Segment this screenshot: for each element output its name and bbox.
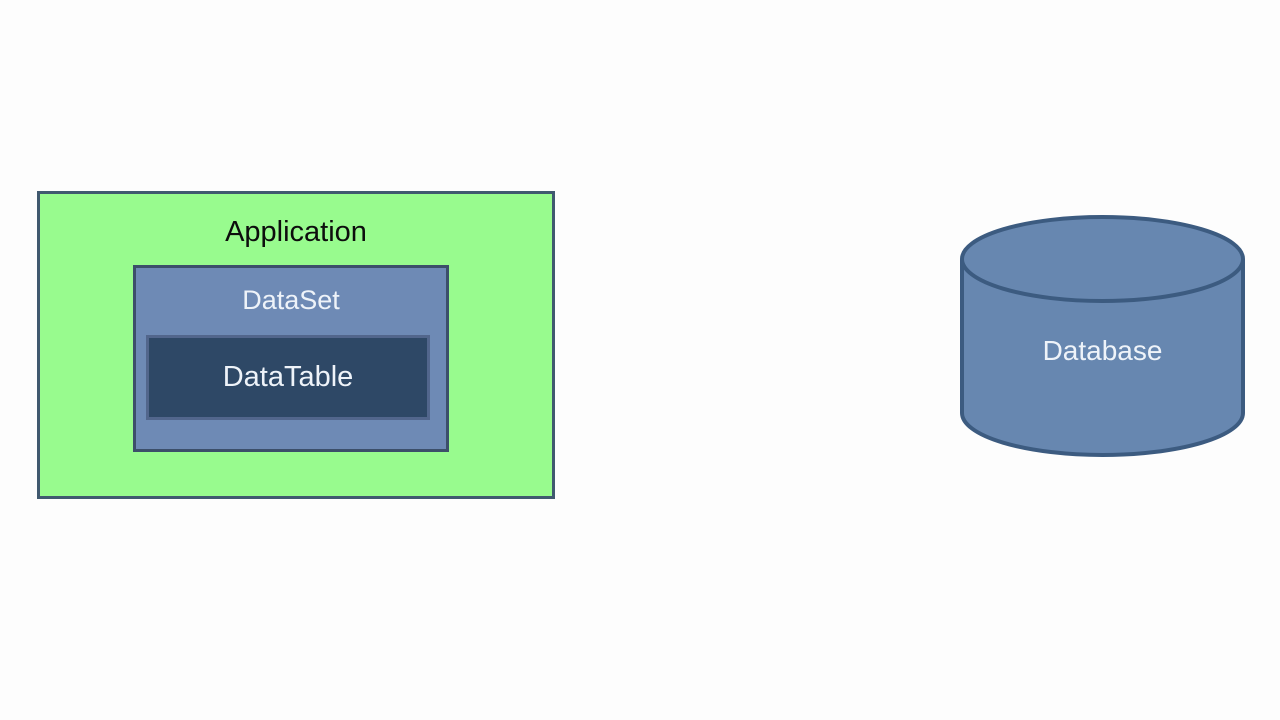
- dataset-box: DataSet DataTable: [133, 265, 449, 452]
- database-label: Database: [1042, 335, 1163, 366]
- application-label: Application: [225, 216, 367, 248]
- database-cylinder-icon: [960, 215, 1245, 457]
- datatable-label: DataTable: [222, 361, 354, 393]
- dataset-label: DataSet: [242, 285, 340, 315]
- datatable-box: DataTable: [146, 335, 430, 420]
- database-cylinder: Database: [960, 213, 1245, 459]
- application-box: Application DataSet DataTable: [37, 191, 555, 499]
